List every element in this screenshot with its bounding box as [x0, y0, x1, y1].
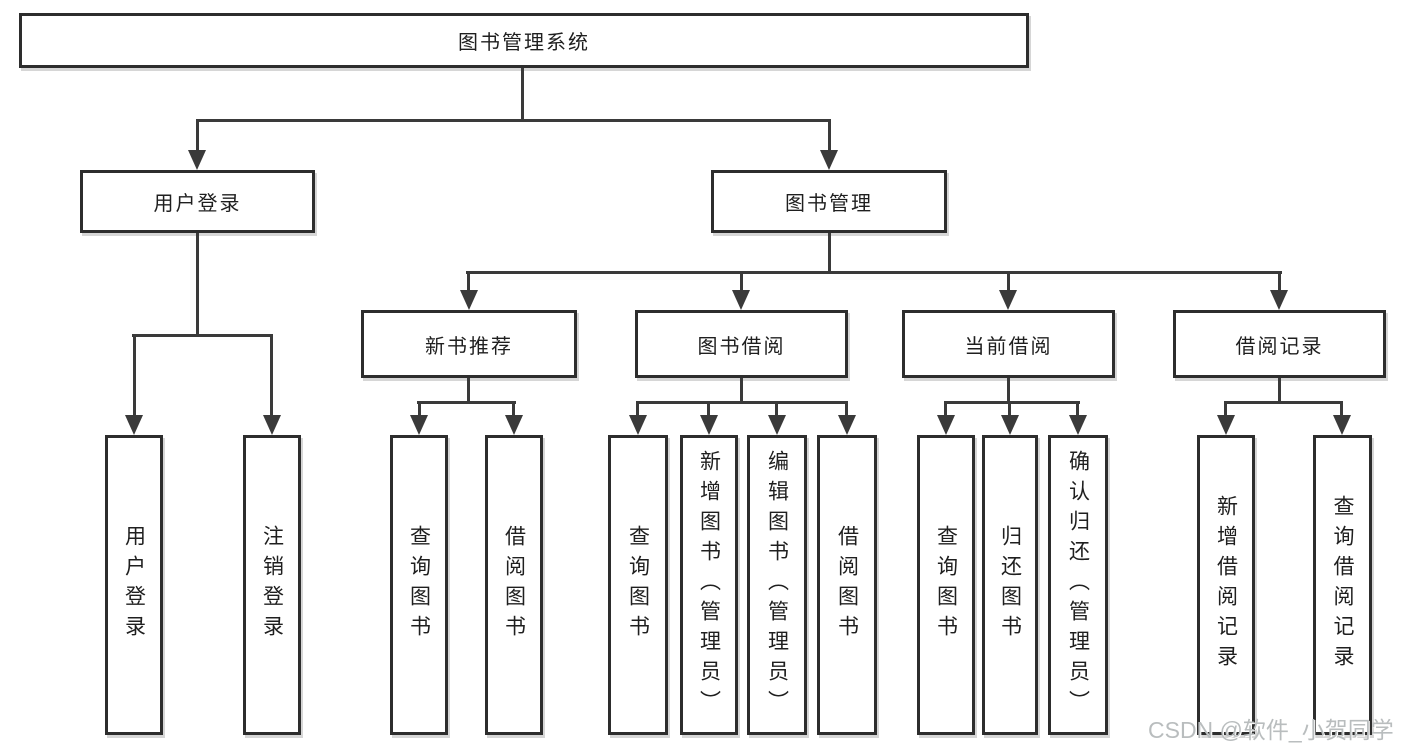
connector-leaf-stem	[512, 401, 515, 415]
leaf-br-query-record-label: 查询借阅记录	[1331, 495, 1354, 675]
connector-nbr-drop	[467, 378, 470, 404]
node-current-borrow-label: 当前借阅	[964, 335, 1053, 358]
leaf-cb-query-books-label: 查询图书	[934, 525, 958, 645]
leaf-br-add-record: 新增借阅记录	[1197, 435, 1255, 735]
connector-bb-rail	[636, 401, 848, 404]
node-user-login: 用户登录	[80, 170, 315, 233]
leaf-cb-return-books-label: 归还图书	[998, 525, 1022, 645]
leaf-br-add-record-label: 新增借阅记录	[1214, 495, 1238, 675]
leaf-cb-confirm-return-admin: 确认归还（管理员）	[1048, 435, 1108, 735]
arrowhead-down-icon	[410, 415, 428, 435]
leaf-nbr-borrow-books-label: 借阅图书	[502, 525, 526, 645]
arrowhead-down-icon	[1270, 290, 1288, 310]
leaf-nbr-query-books-label: 查询图书	[407, 525, 431, 645]
leaf-bb-borrow-books: 借阅图书	[817, 435, 877, 735]
leaf-cb-confirm-return-admin-label: 确认归还（管理员）	[1066, 450, 1090, 720]
arrowhead-down-icon	[732, 290, 750, 310]
connector-leaf-stem	[1076, 401, 1079, 415]
connector-leaf-stem	[775, 401, 778, 415]
connector-user-login-drop	[196, 233, 199, 335]
arrowhead-down-icon	[505, 415, 523, 435]
leaf-bb-borrow-books-label: 借阅图书	[835, 525, 859, 645]
arrowhead-down-icon	[1217, 415, 1235, 435]
leaf-br-query-record: 查询借阅记录	[1313, 435, 1372, 735]
connector-br-rail	[1224, 401, 1343, 404]
node-user-login-label: 用户登录	[153, 193, 242, 215]
connector-leaf-stem	[707, 401, 710, 415]
connector-level3-stem	[740, 271, 743, 292]
arrowhead-down-icon	[460, 290, 478, 310]
node-root-label: 图书管理系统	[458, 32, 590, 54]
node-borrow-records-label: 借阅记录	[1235, 335, 1324, 358]
node-book-management: 图书管理	[711, 170, 947, 233]
arrowhead-down-icon	[820, 150, 838, 170]
arrowhead-down-icon	[188, 150, 206, 170]
connector-level3-rail	[466, 271, 1282, 274]
connector-nbr-rail	[417, 401, 516, 404]
connector-leaf-stem	[1008, 401, 1011, 415]
leaf-bb-edit-books-admin: 编辑图书（管理员）	[747, 435, 807, 735]
arrowhead-down-icon	[125, 415, 143, 435]
leaf-bb-edit-books-admin-label: 编辑图书（管理员）	[765, 450, 789, 720]
arrowhead-down-icon	[768, 415, 786, 435]
leaf-bb-query-books-label: 查询图书	[626, 525, 650, 645]
leaf-user-login: 用户登录	[105, 435, 163, 735]
leaf-nbr-query-books: 查询图书	[390, 435, 448, 735]
leaf-logout: 注销登录	[243, 435, 301, 735]
arrowhead-down-icon	[999, 290, 1017, 310]
arrowhead-down-icon	[1333, 415, 1351, 435]
connector-book-mgmt-drop	[828, 233, 831, 274]
connector-book-mgmt-stem	[828, 119, 831, 152]
node-new-book-recommend-label: 新书推荐	[425, 335, 513, 358]
connector-level3-stem	[1007, 271, 1010, 292]
connector-leaf-stem	[133, 334, 136, 415]
arrowhead-down-icon	[1069, 415, 1087, 435]
connector-leaf-stem	[944, 401, 947, 415]
leaf-bb-add-books-admin-label: 新增图书（管理员）	[697, 450, 721, 720]
arrowhead-down-icon	[629, 415, 647, 435]
connector-leaf-stem	[418, 401, 421, 415]
node-new-book-recommend: 新书推荐	[361, 310, 577, 378]
connector-level3-stem	[467, 271, 470, 292]
connector-user-login-rail	[132, 334, 273, 337]
leaf-nbr-borrow-books: 借阅图书	[485, 435, 543, 735]
connector-leaf-stem	[1340, 401, 1343, 415]
arrowhead-down-icon	[263, 415, 281, 435]
node-borrow-records: 借阅记录	[1173, 310, 1386, 378]
arrowhead-down-icon	[838, 415, 856, 435]
leaf-user-login-label: 用户登录	[122, 525, 146, 645]
node-book-borrow: 图书借阅	[635, 310, 848, 378]
leaf-cb-query-books: 查询图书	[917, 435, 975, 735]
connector-user-login-stem	[196, 119, 199, 152]
connector-level2-rail	[196, 119, 830, 122]
connector-cb-drop	[1007, 378, 1010, 404]
connector-leaf-stem	[845, 401, 848, 415]
connector-level3-stem	[1278, 271, 1281, 292]
leaf-logout-label: 注销登录	[260, 525, 284, 645]
arrowhead-down-icon	[937, 415, 955, 435]
arrowhead-down-icon	[700, 415, 718, 435]
leaf-bb-add-books-admin: 新增图书（管理员）	[680, 435, 738, 735]
connector-root-drop	[521, 68, 524, 122]
node-book-borrow-label: 图书借阅	[697, 335, 786, 358]
connector-br-drop	[1278, 378, 1281, 404]
connector-leaf-stem	[636, 401, 639, 415]
connector-cb-rail	[944, 401, 1080, 404]
leaf-bb-query-books: 查询图书	[608, 435, 668, 735]
connector-bb-drop	[740, 378, 743, 404]
node-book-management-label: 图书管理	[785, 193, 873, 215]
leaf-cb-return-books: 归还图书	[982, 435, 1038, 735]
connector-leaf-stem	[270, 334, 273, 415]
node-current-borrow: 当前借阅	[902, 310, 1115, 378]
csdn-watermark: CSDN @软件_小贺同学	[1148, 717, 1394, 743]
connector-leaf-stem	[1224, 401, 1227, 415]
arrowhead-down-icon	[1001, 415, 1019, 435]
node-root: 图书管理系统	[19, 13, 1029, 68]
